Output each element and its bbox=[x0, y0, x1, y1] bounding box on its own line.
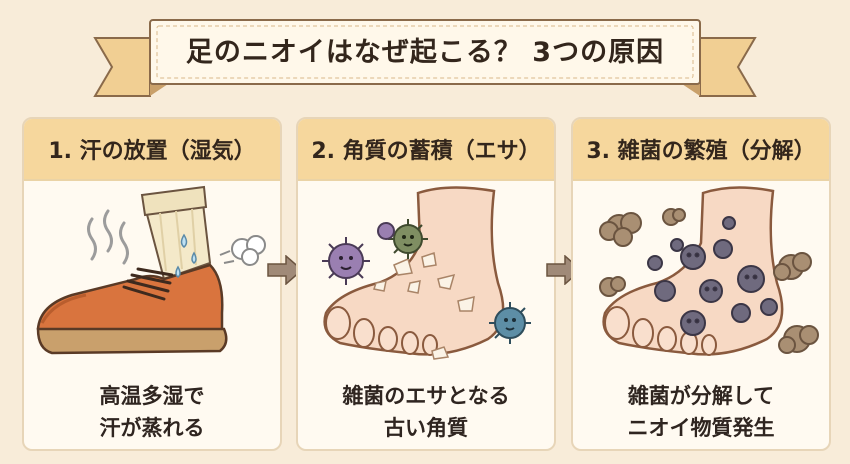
foot-bacteria-illustration bbox=[599, 186, 819, 356]
card-header: 1. 汗の放置（湿気） bbox=[24, 119, 280, 181]
card-caption: 高温多湿で 汗が蒸れる bbox=[24, 377, 280, 447]
title-banner: 足のニオイはなぜ起こる？ 3つの原因 bbox=[0, 0, 850, 110]
caption-line: 古い角質 bbox=[384, 416, 468, 440]
ribbon-icon bbox=[93, 19, 757, 97]
puff-icon bbox=[219, 235, 266, 266]
card-caption: 雑菌のエサとなる 古い角質 bbox=[298, 377, 554, 447]
foot-illustration bbox=[322, 186, 531, 360]
caption-line: 汗が蒸れる bbox=[99, 416, 205, 440]
sweat-drop-icon bbox=[175, 233, 197, 278]
sock-icon bbox=[140, 185, 212, 281]
foot-icon bbox=[323, 186, 505, 356]
card-header: 2. 角質の蓄積（エサ） bbox=[298, 119, 554, 181]
steam-icon bbox=[87, 209, 129, 265]
germ-icon bbox=[647, 216, 778, 336]
caption-line: 雑菌のエサとなる bbox=[342, 384, 510, 408]
cause-card-sweat: 1. 汗の放置（湿気） bbox=[22, 117, 282, 451]
page-title: 足のニオイはなぜ起こる？ 3つの原因 bbox=[185, 36, 665, 68]
odor-cloud-icon bbox=[599, 208, 819, 354]
shoe-icon bbox=[36, 263, 228, 355]
caption-line: 雑菌が分解して bbox=[627, 384, 775, 408]
card-header: 3. 雑菌の繁殖（分解） bbox=[573, 119, 829, 181]
arrow-right-icon bbox=[267, 255, 304, 285]
germ-icon bbox=[322, 219, 531, 344]
cause-card-skin: 2. 角質の蓄積（エサ） bbox=[296, 117, 556, 451]
shoe-illustration bbox=[36, 185, 266, 355]
cause-card-bacteria: 3. 雑菌の繁殖（分解） bbox=[571, 117, 831, 451]
caption-line: 高温多湿で bbox=[99, 384, 205, 408]
dead-skin-flake-icon bbox=[373, 252, 475, 360]
caption-line: ニオイ物質発生 bbox=[627, 416, 775, 440]
card-caption: 雑菌が分解して ニオイ物質発生 bbox=[573, 377, 829, 447]
